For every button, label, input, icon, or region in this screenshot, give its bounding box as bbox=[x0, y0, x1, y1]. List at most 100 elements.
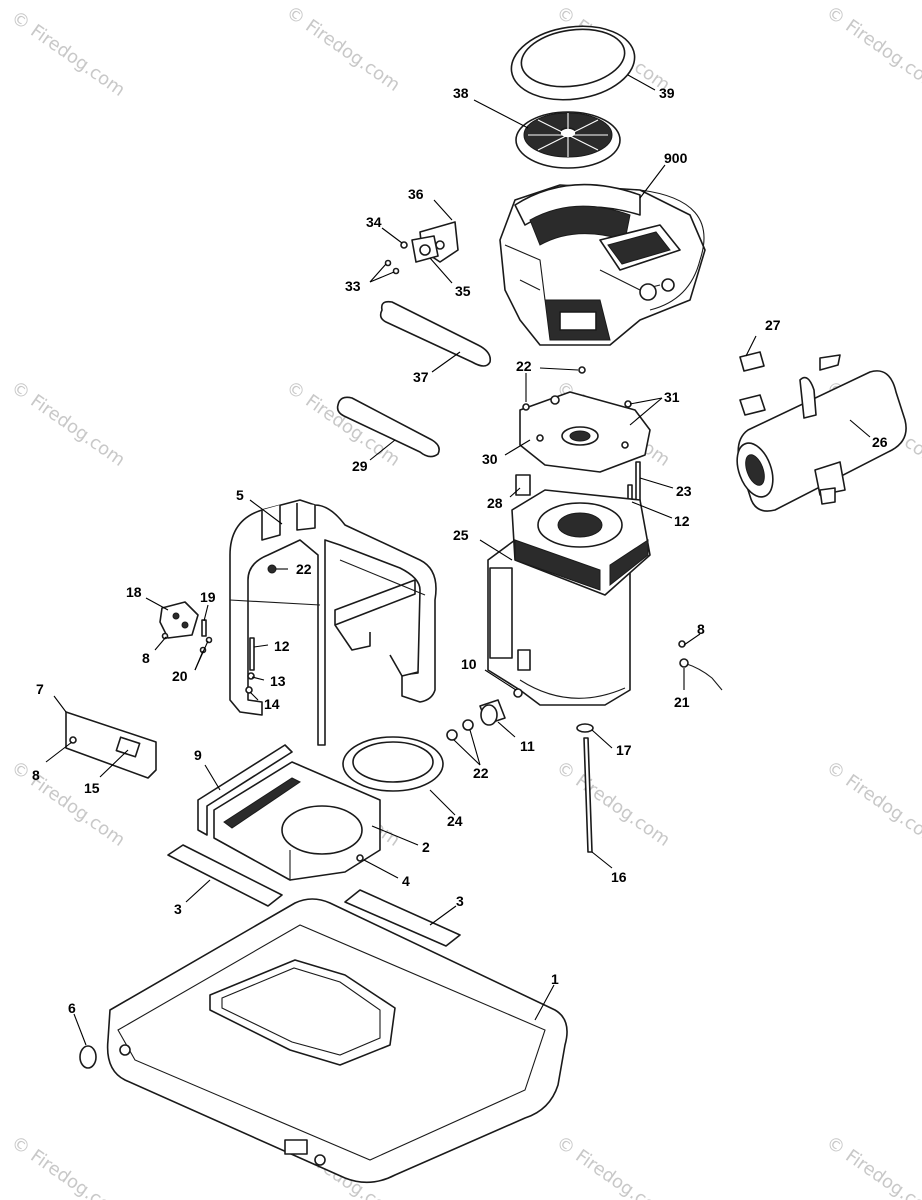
bushing bbox=[479, 699, 506, 726]
washer bbox=[247, 672, 255, 680]
isolator bbox=[515, 474, 531, 496]
callout-22: 22 bbox=[296, 561, 312, 577]
callout-19: 19 bbox=[200, 589, 216, 605]
watermark: © Firedog.com bbox=[7, 377, 129, 471]
callout-22: 22 bbox=[473, 765, 489, 781]
leader-lines bbox=[45, 74, 871, 1046]
watermark: © Firedog.com bbox=[822, 2, 922, 96]
callout-28: 28 bbox=[487, 495, 503, 511]
washer bbox=[578, 366, 586, 374]
callout-25: 25 bbox=[453, 527, 469, 543]
switch bbox=[411, 235, 439, 263]
callout-5: 5 bbox=[236, 487, 244, 503]
callout-11: 11 bbox=[520, 738, 535, 754]
exhaust-gasket bbox=[739, 351, 765, 372]
callout-4: 4 bbox=[402, 873, 410, 889]
adapter-plate bbox=[519, 391, 651, 473]
callout-35: 35 bbox=[455, 283, 471, 299]
washer bbox=[576, 723, 594, 733]
screw bbox=[678, 640, 686, 648]
muffler bbox=[736, 354, 907, 512]
nut bbox=[267, 564, 277, 574]
watermark: © Firedog.com bbox=[7, 1132, 129, 1200]
callout-22: 22 bbox=[516, 358, 532, 374]
watermark: © Firedog.com bbox=[7, 757, 129, 851]
callout-14: 14 bbox=[264, 696, 280, 712]
rod bbox=[583, 737, 593, 853]
seal-ring bbox=[342, 736, 444, 792]
through-bolt bbox=[635, 461, 641, 506]
washer bbox=[245, 686, 253, 694]
watermark: © Firedog.com bbox=[552, 1132, 674, 1200]
screw bbox=[384, 259, 392, 267]
plug bbox=[79, 1045, 97, 1069]
watermark: © Firedog.com bbox=[552, 757, 674, 851]
callout-900: 900 bbox=[664, 150, 688, 166]
screw bbox=[356, 854, 364, 862]
watermark: © Firedog.com bbox=[7, 7, 129, 101]
callout-2: 2 bbox=[422, 839, 430, 855]
watermark: © Firedog.com bbox=[282, 2, 404, 96]
ground-wire bbox=[683, 662, 723, 691]
nut bbox=[462, 719, 474, 731]
nut bbox=[400, 241, 408, 249]
air-cleaner-ring bbox=[510, 25, 636, 101]
callout-34: 34 bbox=[366, 214, 382, 230]
control-panel bbox=[65, 711, 157, 779]
callout-9: 9 bbox=[194, 747, 202, 763]
callout-38: 38 bbox=[453, 85, 469, 101]
callout-37: 37 bbox=[413, 369, 429, 385]
callout-13: 13 bbox=[270, 673, 286, 689]
washer bbox=[522, 403, 530, 411]
callout-26: 26 bbox=[872, 434, 888, 450]
callout-8: 8 bbox=[142, 650, 150, 666]
screw bbox=[392, 267, 400, 275]
mounting-strip-right bbox=[344, 889, 461, 947]
callout-1: 1 bbox=[551, 971, 559, 987]
watermark: © Firedog.com bbox=[822, 757, 922, 851]
base-duct bbox=[213, 761, 381, 881]
frame bbox=[229, 499, 437, 746]
callout-23: 23 bbox=[676, 483, 692, 499]
callout-18: 18 bbox=[126, 584, 142, 600]
breather-hose bbox=[379, 300, 492, 367]
vent-hose bbox=[336, 396, 440, 458]
callout-33: 33 bbox=[345, 278, 361, 294]
callout-30: 30 bbox=[482, 451, 498, 467]
callout-31: 31 bbox=[664, 389, 680, 405]
receptacle bbox=[159, 601, 199, 639]
callout-8: 8 bbox=[697, 621, 705, 637]
callout-6: 6 bbox=[68, 1000, 76, 1016]
callout-labels: 39 38 900 36 34 33 35 37 22 31 30 29 28 … bbox=[32, 85, 888, 1016]
callout-10: 10 bbox=[461, 656, 477, 672]
ring-terminal bbox=[679, 658, 689, 668]
callout-16: 16 bbox=[611, 869, 627, 885]
gasket bbox=[197, 744, 293, 836]
watermark: © Firedog.com bbox=[822, 1132, 922, 1200]
alternator bbox=[487, 489, 651, 706]
callout-3: 3 bbox=[456, 893, 464, 909]
callout-24: 24 bbox=[447, 813, 463, 829]
callout-36: 36 bbox=[408, 186, 424, 202]
callout-21: 21 bbox=[674, 694, 690, 710]
callout-39: 39 bbox=[659, 85, 675, 101]
callout-15: 15 bbox=[84, 780, 100, 796]
callout-12: 12 bbox=[274, 638, 290, 654]
bolt bbox=[249, 637, 255, 671]
mounting-strip-left bbox=[167, 844, 283, 907]
engine bbox=[499, 183, 706, 346]
callout-27: 27 bbox=[765, 317, 781, 333]
callout-29: 29 bbox=[352, 458, 368, 474]
callout-20: 20 bbox=[172, 668, 188, 684]
callout-8: 8 bbox=[32, 767, 40, 783]
base-pan bbox=[106, 898, 568, 1184]
washer bbox=[513, 688, 523, 698]
callout-17: 17 bbox=[616, 742, 632, 758]
nut bbox=[446, 729, 458, 741]
callout-7: 7 bbox=[36, 681, 44, 697]
callout-12: 12 bbox=[674, 513, 690, 529]
callout-3: 3 bbox=[174, 901, 182, 917]
rotating-screen bbox=[515, 111, 621, 169]
screw bbox=[201, 619, 207, 637]
